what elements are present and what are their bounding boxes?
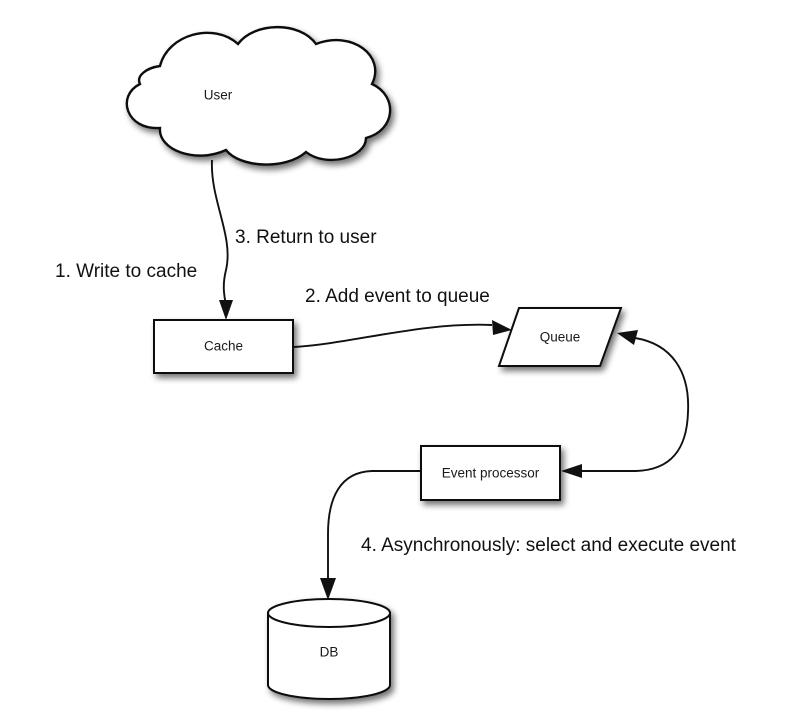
node-queue-label: Queue xyxy=(540,330,581,345)
node-db-label: DB xyxy=(320,645,339,660)
node-user-label: User xyxy=(204,88,233,103)
arrowhead-queue-in xyxy=(492,320,512,335)
node-event-processor-label: Event processor xyxy=(442,466,540,481)
node-cache[interactable] xyxy=(153,319,294,374)
arrowhead-db xyxy=(320,578,336,600)
edge-cache-to-queue xyxy=(293,320,512,348)
edge-queue-to-event-processor xyxy=(561,330,690,478)
arrowhead-queue-loop xyxy=(617,330,638,345)
edge-event-processor-to-db xyxy=(320,470,420,600)
arrowhead-cache xyxy=(219,300,233,320)
edge-user-to-cache xyxy=(211,159,233,320)
arrowhead-event-processor xyxy=(561,464,582,478)
node-event-processor[interactable] xyxy=(420,445,561,501)
node-queue[interactable] xyxy=(497,307,623,367)
edge-label-step4: 4. Asynchronously: select and execute ev… xyxy=(361,535,737,556)
node-user[interactable] xyxy=(125,26,392,166)
node-db[interactable] xyxy=(267,598,391,700)
edge-label-step3: 3. Return to user xyxy=(235,227,377,248)
node-cache-label: Cache xyxy=(204,339,243,354)
edge-label-step2: 2. Add event to queue xyxy=(305,286,490,307)
edge-label-step1: 1. Write to cache xyxy=(55,261,197,282)
